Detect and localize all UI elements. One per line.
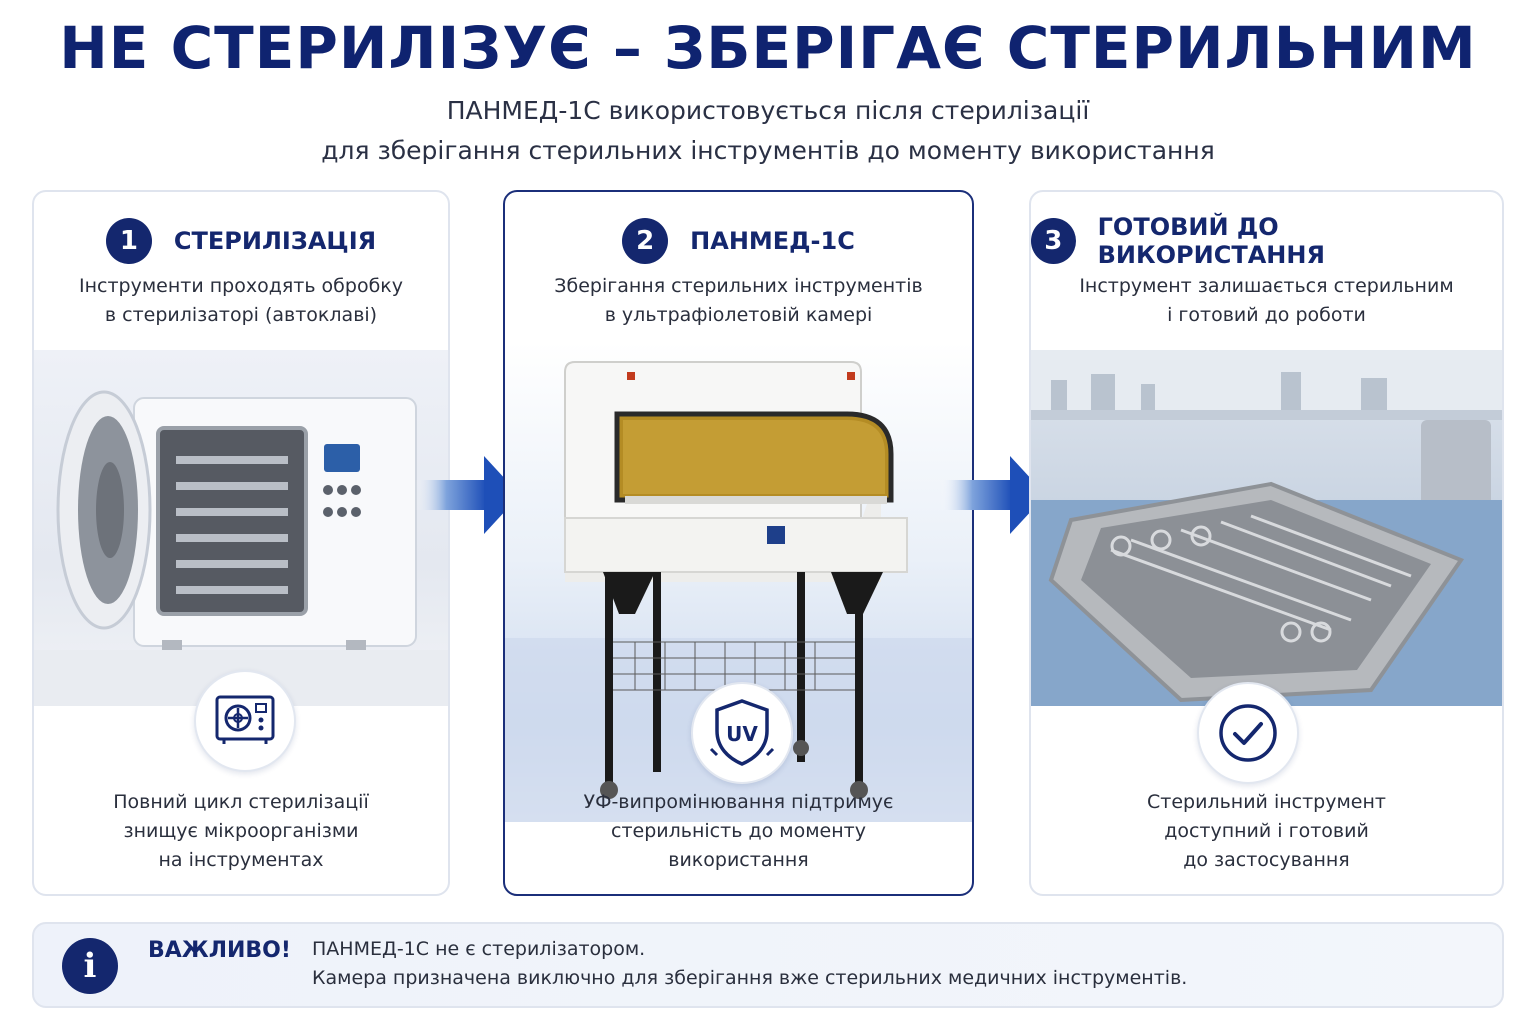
step-header: 1 СТЕРИЛІЗАЦІЯ [34, 218, 448, 264]
result-line: Стерильний інструмент [1147, 791, 1386, 813]
result-line: до застосування [1183, 849, 1350, 871]
step-card-ready: 3 ГОТОВИЙ ДО ВИКОРИСТАННЯ Інструмент зал… [1029, 190, 1504, 896]
step-card-panmed: 2 ПАНМЕД-1С Зберігання стерильних інстру… [503, 190, 974, 896]
step-number-badge: 3 [1031, 218, 1076, 264]
step-header: 3 ГОТОВИЙ ДО ВИКОРИСТАННЯ [1031, 213, 1502, 269]
result-line: стерильність до моменту [611, 820, 866, 842]
autoclave-icon [194, 670, 296, 772]
desc-line: і готовий до роботи [1167, 304, 1366, 326]
note-line-1: ПАНМЕД-1С не є стерилізатором. [312, 938, 646, 960]
step-description: Зберігання стерильних інструментів в уль… [505, 272, 972, 330]
result-line: УФ-випромінювання підтримує [583, 791, 894, 813]
step-card-sterilization: 1 СТЕРИЛІЗАЦІЯ Інструменти проходять обр… [32, 190, 450, 896]
result-line: доступний і готовий [1164, 820, 1369, 842]
step-title: СТЕРИЛІЗАЦІЯ [173, 227, 377, 255]
step-result-text: Повний цикл стерилізації знищує мікроорг… [34, 788, 448, 875]
step-number-badge: 2 [622, 218, 669, 264]
important-note: i ВАЖЛИВО! ПАНМЕД-1С не є стерилізатором… [32, 922, 1504, 1008]
page-title: НЕ СТЕРИЛІЗУЄ – ЗБЕРІГАЄ СТЕРИЛЬНИМ [59, 14, 1477, 82]
step-title: ПАНМЕД-1С [690, 227, 855, 255]
step-number-badge: 1 [105, 218, 152, 264]
desc-line: Інструменти проходять обробку [78, 275, 404, 297]
arrow-right-icon [940, 456, 1046, 534]
step-description: Інструменти проходять обробку в стериліз… [34, 272, 448, 330]
instrument-tray-photo [1031, 350, 1502, 706]
result-line: знищує мікроорганізми [123, 820, 359, 842]
checkmark-icon [1197, 682, 1299, 784]
desc-line: в стерилізаторі (автоклаві) [104, 304, 378, 326]
uv-icon-label: UV [726, 722, 758, 746]
result-line: на інструментах [158, 849, 324, 871]
subtitle-line-1: ПАНМЕД-1С використовується після стерилі… [446, 96, 1090, 125]
subtitle-line-2: для зберігання стерильних інструментів д… [321, 136, 1215, 165]
note-line-2: Камера призначена виключно для зберіганн… [312, 967, 1188, 989]
arrow-right-icon [414, 456, 520, 534]
result-line: Повний цикл стерилізації [113, 791, 369, 813]
desc-line: Зберігання стерильних інструментів [554, 275, 923, 297]
uv-shield-icon: UV [691, 682, 793, 784]
desc-line: Інструмент залишається стерильним [1079, 275, 1454, 297]
step-description: Інструмент залишається стерильним і гото… [1031, 272, 1502, 330]
result-line: використання [668, 849, 809, 871]
step-header: 2 ПАНМЕД-1С [505, 218, 972, 264]
autoclave-photo [34, 350, 448, 706]
note-label: ВАЖЛИВО! [148, 938, 291, 963]
step-title: ГОТОВИЙ ДО ВИКОРИСТАННЯ [1097, 213, 1325, 269]
info-icon: i [62, 938, 118, 994]
desc-line: в ультрафіолетовій камері [604, 304, 873, 326]
step-result-text: УФ-випромінювання підтримує стерильність… [505, 788, 972, 875]
step-result-text: Стерильний інструмент доступний і готови… [1031, 788, 1502, 875]
